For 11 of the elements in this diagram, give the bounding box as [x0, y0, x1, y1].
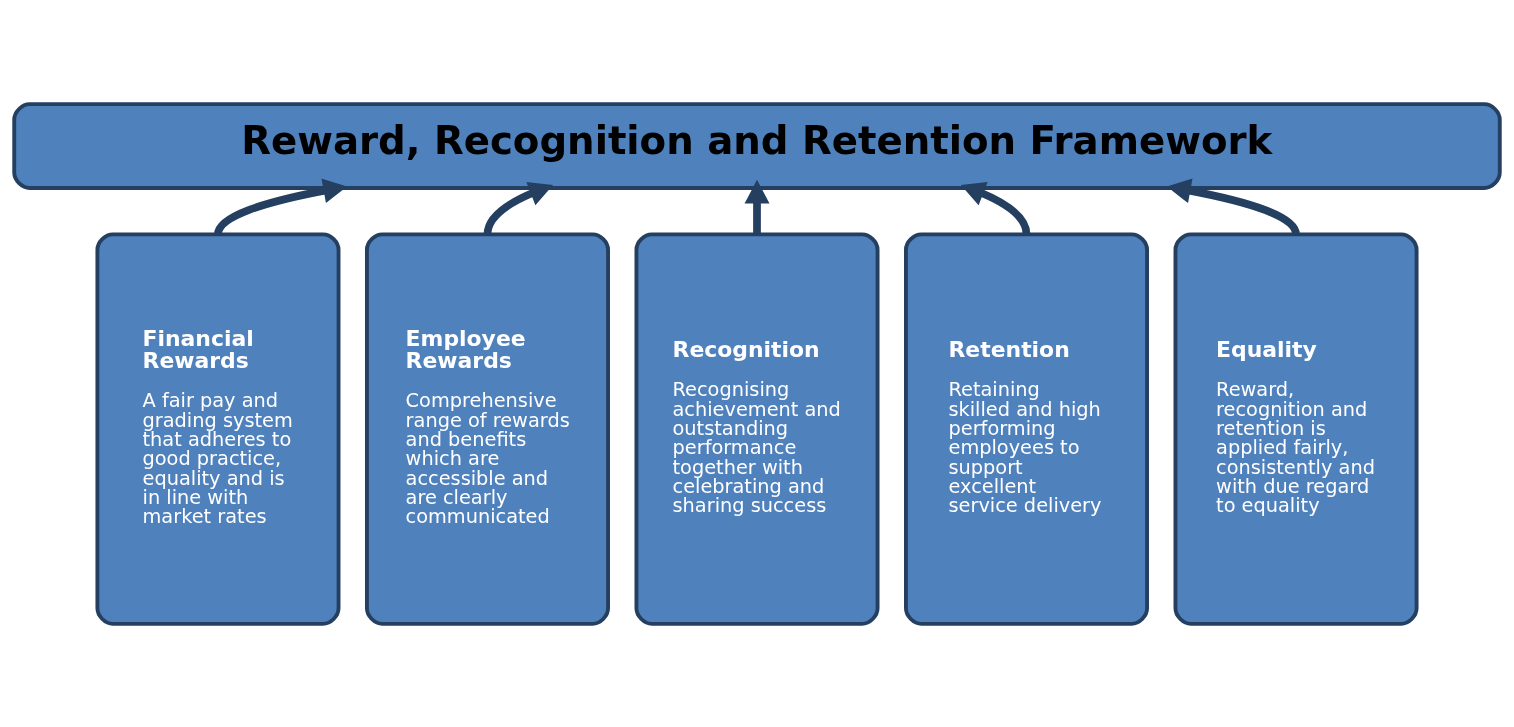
node-box: Employee Rewards Comprehensive range of rewards and benefits which are accessible and are clearly communicated [364, 231, 610, 626]
arrow [483, 181, 554, 235]
node-box: Reward, Recognition and Retention Framework [12, 101, 1502, 190]
node-box: Equality Reward, recognition and retention is applied fairly, consistently and with due regard to equality [1173, 231, 1419, 626]
node-box: Recognition Recognising achievement and outstanding performance together with celebrating and sharing success [634, 231, 880, 626]
arrow [744, 179, 770, 234]
node-box: Retention Retaining skilled and high performing employees to support excellent service delivery [904, 231, 1150, 626]
arrow [214, 178, 348, 235]
arrow [960, 181, 1031, 235]
arrow [1166, 178, 1300, 235]
node-box: Financial Rewards A fair pay and grading system that adheres to good practice, equality and is in line with market rates [95, 231, 341, 626]
